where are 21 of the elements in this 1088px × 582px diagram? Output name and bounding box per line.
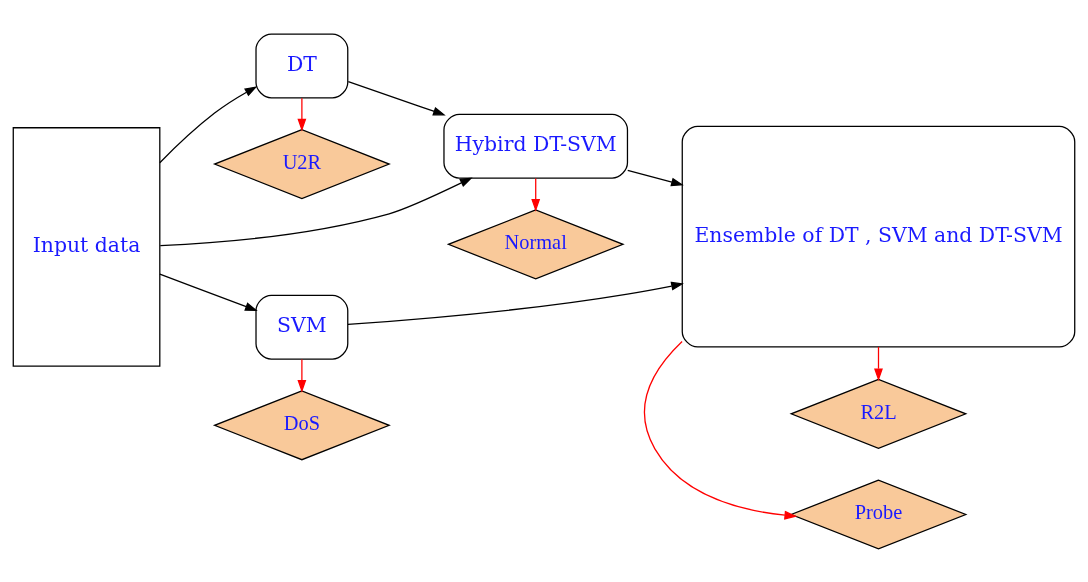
- arrow: [347, 80, 446, 115]
- arrow: [159, 85, 258, 163]
- arrow: [297, 97, 307, 131]
- node-box: DT: [255, 32, 349, 98]
- node-diamond: U2R: [212, 128, 391, 199]
- arrow: [347, 281, 684, 325]
- node-diamond: Probe: [789, 478, 968, 550]
- node-diamond: DoS: [212, 389, 391, 460]
- arrow: [159, 272, 258, 311]
- arrow: [874, 345, 883, 381]
- node-box: Hybird DT-SVM: [443, 113, 629, 179]
- arrow: [297, 358, 307, 393]
- arrow: [159, 176, 473, 246]
- node-diamond: Normal: [446, 208, 625, 279]
- node-box: SVM: [255, 294, 349, 360]
- node-diamond: R2L: [789, 378, 968, 449]
- arrow: [531, 177, 541, 212]
- node-box: Ensemble of DT , SVM and DT-SVM: [681, 125, 1076, 348]
- node-box: Input data: [12, 126, 161, 367]
- arrow: [627, 169, 684, 186]
- arrow: [643, 340, 798, 520]
